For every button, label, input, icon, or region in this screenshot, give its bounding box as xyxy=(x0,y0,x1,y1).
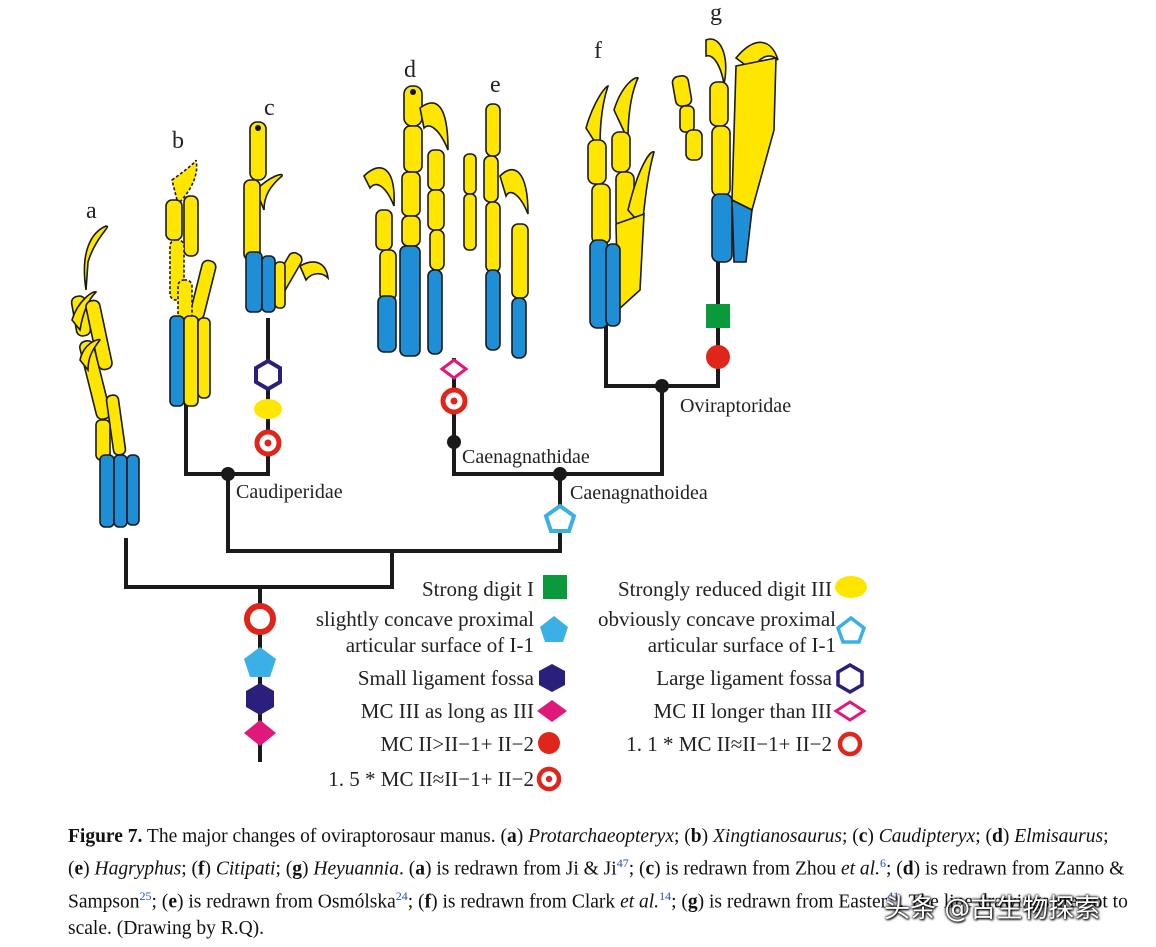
manus-drawing-g xyxy=(671,38,779,263)
open-pentagon-symbol xyxy=(543,503,577,533)
open-hexagon-symbol xyxy=(254,358,282,392)
red-ring-symbol xyxy=(244,603,276,635)
phylogeny-figure: .br { stroke:#1a1a1a; stroke-width:4; fi… xyxy=(70,0,867,792)
legend-text-1-5-mc-ii: 1. 5 * MC II≈II−1+ II−2 xyxy=(328,767,534,791)
clade-label-caenagnathidae: Caenagnathidae xyxy=(462,446,590,468)
filled-hexagon-icon xyxy=(539,664,565,692)
legend-text-mc-ii-longer: MC II longer than III xyxy=(654,699,832,723)
yellow-ellipse-symbol xyxy=(254,399,282,419)
panel-letter-c: c xyxy=(264,95,275,121)
manus-drawing-a xyxy=(70,225,140,528)
filled-hexagon-symbol xyxy=(246,683,274,715)
green-square-icon xyxy=(543,575,567,599)
legend-text-obviously-concave: obviously concave proximal xyxy=(598,607,836,631)
legend-text-articular-surface: articular surface of I-1 xyxy=(346,633,534,657)
watermark-text: 头条 @古生物探索 xyxy=(884,894,1101,924)
legend-text-mc-ii-greater: MC II>II−1+ II−2 xyxy=(380,732,534,756)
node-caudiperidae xyxy=(221,467,235,481)
figure-caption: Figure 7. The major changes of oviraptor… xyxy=(68,826,1128,939)
red-dot-symbol xyxy=(706,345,730,369)
clade-label-caudiperidae: Caudiperidae xyxy=(236,481,343,503)
filled-diamond-symbol xyxy=(244,720,276,746)
panel-letter-e: e xyxy=(490,72,501,98)
filled-pentagon-symbol xyxy=(244,647,276,677)
manus-drawing-d xyxy=(363,85,449,357)
branch-characters xyxy=(244,304,730,746)
caption-label: Figure 7. xyxy=(68,826,143,847)
open-pentagon-icon xyxy=(835,615,867,644)
legend-text-mc-iii-as-long: MC III as long as III xyxy=(361,699,534,723)
legend-text-1-1-mc-ii: 1. 1 * MC II≈II−1+ II−2 xyxy=(626,732,832,756)
node-caenagnathoidea xyxy=(553,467,567,481)
manus-drawing-f xyxy=(585,76,655,329)
open-hexagon-icon xyxy=(836,662,864,695)
legend-text-strong-digit-i: Strong digit I xyxy=(422,577,534,601)
panel-letter-b: b xyxy=(172,128,184,154)
node-caenagnathidae xyxy=(447,435,461,449)
red-ring-icon xyxy=(837,731,863,757)
open-diamond-symbol xyxy=(439,358,469,380)
panel-letter-d: d xyxy=(404,57,416,83)
filled-pentagon-icon xyxy=(540,616,568,642)
legend-text-large-ligament-fossa: Large ligament fossa xyxy=(656,666,832,690)
manus-drawing-e xyxy=(463,103,529,359)
legend-text-small-ligament-fossa: Small ligament fossa xyxy=(358,666,535,690)
red-dot-icon xyxy=(538,732,560,754)
clade-label-caenagnathoidea: Caenagnathoidea xyxy=(570,482,708,504)
yellow-ellipse-icon xyxy=(835,576,867,598)
legend-left: Strong digit I slightly concave proximal… xyxy=(316,575,568,792)
green-square-symbol xyxy=(706,304,730,328)
panel-letter-f: f xyxy=(594,38,602,64)
legend-text-strongly-reduced-digit-iii: Strongly reduced digit III xyxy=(618,577,832,601)
legend-right: Strongly reduced digit III obviously con… xyxy=(598,576,867,757)
legend-text-articular-surface-2: articular surface of I-1 xyxy=(648,633,836,657)
tree-nodes xyxy=(221,379,669,481)
legend-text-slightly-concave: slightly concave proximal xyxy=(316,607,534,631)
node-oviraptoridae xyxy=(655,379,669,393)
clade-label-oviraptoridae: Oviraptoridae xyxy=(680,395,791,417)
panel-letter-a: a xyxy=(86,198,97,224)
manus-drawing-c xyxy=(243,121,330,313)
panel-letter-g: g xyxy=(710,0,722,26)
filled-diamond-icon xyxy=(537,700,567,722)
open-diamond-icon xyxy=(833,700,867,722)
manus-drawing-b xyxy=(165,159,217,407)
